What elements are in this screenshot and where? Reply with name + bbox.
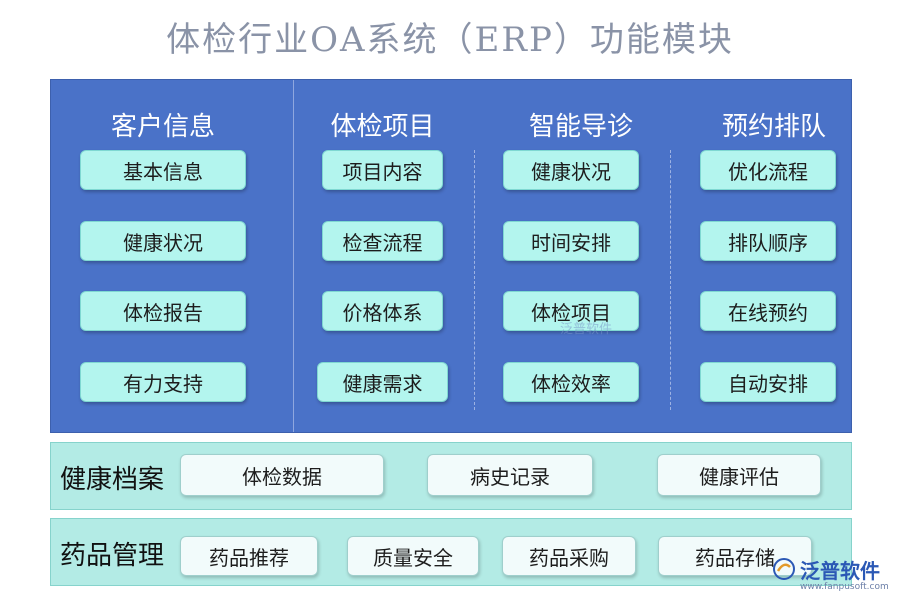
module-exam-efficiency[interactable]: 体检效率 (503, 362, 639, 402)
band-title-drug-management: 药品管理 (60, 541, 165, 571)
logo-text: 泛普软件 (800, 558, 880, 583)
watermark-text: 泛普软件 (560, 322, 613, 337)
module-basic-info[interactable]: 基本信息 (80, 150, 246, 190)
module-exam-data[interactable]: 体检数据 (180, 454, 384, 496)
column-divider (293, 80, 294, 432)
page-title: 体检行业OA系统（ERP）功能模块 (166, 20, 734, 60)
column-divider (474, 150, 475, 410)
module-optimize-process[interactable]: 优化流程 (700, 150, 836, 190)
module-drug-purchase[interactable]: 药品采购 (502, 536, 636, 576)
module-item-content[interactable]: 项目内容 (322, 150, 443, 190)
logo-url: www.fanpusoft.com (800, 582, 889, 592)
module-quality-safety[interactable]: 质量安全 (347, 536, 479, 576)
module-queue-order[interactable]: 排队顺序 (700, 221, 836, 261)
module-exam-items-guide[interactable]: 体检项目 (503, 291, 639, 331)
module-check-process[interactable]: 检查流程 (322, 221, 443, 261)
column-title-appointment-queue: 预约排队 (721, 112, 826, 142)
logo-icon (773, 558, 795, 580)
module-auto-arrange[interactable]: 自动安排 (700, 362, 836, 402)
module-drug-recommend[interactable]: 药品推荐 (180, 536, 318, 576)
module-exam-report[interactable]: 体检报告 (80, 291, 246, 331)
module-strong-support[interactable]: 有力支持 (80, 362, 246, 402)
module-online-booking[interactable]: 在线预约 (700, 291, 836, 331)
column-title-smart-guide: 智能导诊 (528, 112, 633, 142)
module-time-arrangement[interactable]: 时间安排 (503, 221, 639, 261)
module-health-status-guide[interactable]: 健康状况 (503, 150, 639, 190)
band-title-health-records: 健康档案 (60, 465, 165, 495)
column-divider (670, 150, 671, 410)
module-health-status[interactable]: 健康状况 (80, 221, 246, 261)
module-health-assessment[interactable]: 健康评估 (657, 454, 821, 496)
column-title-exam-items: 体检项目 (330, 112, 435, 142)
module-drug-storage[interactable]: 药品存储 (658, 536, 812, 576)
fanpusoft-logo: 泛普软件 (772, 554, 880, 584)
module-health-needs[interactable]: 健康需求 (317, 362, 448, 402)
module-price-system[interactable]: 价格体系 (322, 291, 443, 331)
module-medical-history[interactable]: 病史记录 (427, 454, 593, 496)
column-title-customer-info: 客户信息 (110, 112, 215, 142)
